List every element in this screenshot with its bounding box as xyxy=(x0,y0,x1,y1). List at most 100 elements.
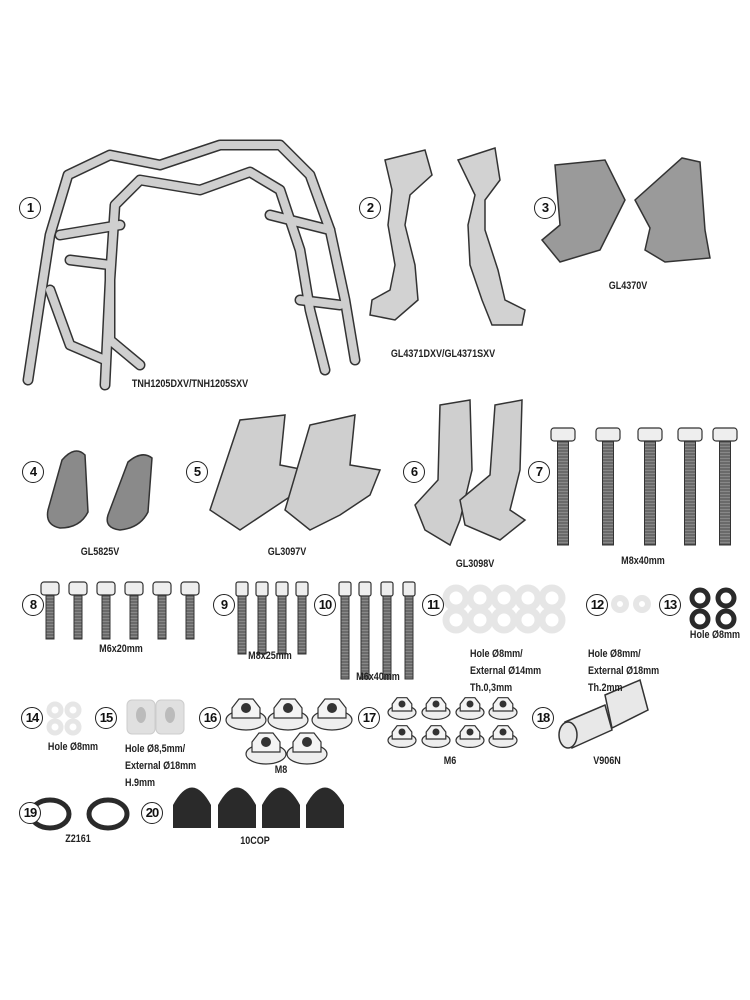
flange-nut-m6-hole xyxy=(499,700,507,708)
part-spec-line: Hole Ø8mm/ xyxy=(470,648,523,660)
part-number-badge: 9 xyxy=(213,594,235,616)
bolt-m6x20-head xyxy=(124,581,144,596)
flange-nut-m8-hole xyxy=(241,703,251,713)
flange-nut-m8-hole xyxy=(302,737,312,747)
washer-item xyxy=(514,584,542,612)
bolt-m6x20-head xyxy=(180,581,200,596)
part-spec-line: Hole Ø8,5mm/ xyxy=(125,743,186,755)
part-label: GL5825V xyxy=(80,546,120,558)
flange-nut-m6-hole xyxy=(398,700,406,708)
part-number-badge: 6 xyxy=(403,461,425,483)
bolt-m6x40-head xyxy=(380,581,394,597)
part-number-badge: 13 xyxy=(659,594,681,616)
bolt-m8x40-head xyxy=(712,427,738,442)
part-label: Hole Ø8mm xyxy=(47,741,99,753)
bolt-m8x25-shank xyxy=(237,593,247,655)
washer-item xyxy=(490,584,518,612)
part-spec-line: External Ø18mm xyxy=(588,665,660,677)
o-ring xyxy=(86,797,130,831)
part-label: 10COP xyxy=(240,835,270,847)
washer-item xyxy=(490,606,518,634)
bolt-m6x20-head xyxy=(152,581,172,596)
part-label: Hole Ø8mm xyxy=(689,629,741,641)
washer-item xyxy=(538,584,566,612)
part-number-badge: 20 xyxy=(141,802,163,824)
part-spec-line: External Ø18mm xyxy=(125,760,197,772)
bolt-m8x25-head xyxy=(235,581,249,597)
bolt-m8x40-head xyxy=(595,427,621,442)
bracket-gl3097-drawing xyxy=(209,414,382,531)
part-label: M8 xyxy=(274,764,288,776)
washer-item xyxy=(466,584,494,612)
flange-nut-m6-hole xyxy=(432,700,440,708)
washer-item xyxy=(538,606,566,634)
part-label: M6x20mm xyxy=(99,643,143,655)
flange-nut-m6-hole xyxy=(432,728,440,736)
cap-nut-cover xyxy=(218,787,256,828)
flange-nut-m6-hole xyxy=(499,728,507,736)
part-label: Z2161 xyxy=(65,833,91,845)
spring-washer xyxy=(715,587,737,609)
part-label: V906N xyxy=(593,755,621,767)
part-number-badge: 12 xyxy=(586,594,608,616)
part-spec-line: Th.0,3mm xyxy=(470,682,513,694)
bolt-m6x40-shank xyxy=(340,593,350,680)
bolt-m8x25-head xyxy=(275,581,289,597)
washer-item xyxy=(442,606,470,634)
part-label: M6 xyxy=(443,755,457,767)
flange-nut-m6-hole xyxy=(398,728,406,736)
bolt-m8x40-head xyxy=(677,427,703,442)
bolt-m8x40-head xyxy=(637,427,663,442)
washer-item xyxy=(611,595,629,613)
pannier-frame-drawing xyxy=(22,139,361,391)
part-spec-line: External Ø14mm xyxy=(470,665,542,677)
washer-item xyxy=(64,718,82,736)
flange-nut-m6-hole xyxy=(466,700,474,708)
part-number-badge: 15 xyxy=(95,707,117,729)
cap-nut-cover xyxy=(262,787,300,828)
part-number-badge: 10 xyxy=(314,594,336,616)
part-number-badge: 14 xyxy=(21,707,43,729)
part-spec-line: H.9mm xyxy=(125,777,156,789)
cap-nut-cover xyxy=(306,787,344,828)
part-label: M6x40mm xyxy=(356,671,400,683)
part-label: GL3097V xyxy=(267,546,307,558)
spring-washer xyxy=(715,608,737,630)
part-number-badge: 8 xyxy=(22,594,44,616)
part-number-badge: 19 xyxy=(19,802,41,824)
flange-nut-m8-hole xyxy=(283,703,293,713)
part-number-badge: 11 xyxy=(422,594,444,616)
part-number-badge: 5 xyxy=(186,461,208,483)
bolt-m8x40-head xyxy=(550,427,576,442)
part-spec-line: Hole Ø8mm/ xyxy=(588,648,641,660)
part-number-badge: 1 xyxy=(19,197,41,219)
bolt-m6x40-head xyxy=(358,581,372,597)
washer-item xyxy=(633,595,651,613)
part-label: GL4370V xyxy=(608,280,648,292)
washer-item xyxy=(46,718,64,736)
bolt-m6x40-shank xyxy=(360,593,370,680)
flange-nut-m8-hole xyxy=(327,703,337,713)
spacer-hole xyxy=(136,707,146,723)
plate-gl5825-drawing xyxy=(46,450,153,531)
part-number-badge: 3 xyxy=(534,197,556,219)
spring-washer xyxy=(689,587,711,609)
spacer-hole xyxy=(165,707,175,723)
bracket-gl4371-drawing xyxy=(369,147,526,326)
washer-item xyxy=(46,701,64,719)
part-number-badge: 16 xyxy=(199,707,221,729)
part-number-badge: 4 xyxy=(22,461,44,483)
washer-item xyxy=(514,606,542,634)
part-label: TNH1205DXV/TNH1205SXV xyxy=(131,378,249,390)
part-spec-line: Th.2mm xyxy=(588,682,623,694)
bolt-m6x20-head xyxy=(40,581,60,596)
washer-item xyxy=(466,606,494,634)
bolt-m6x20-head xyxy=(68,581,88,596)
bolt-m6x40-head xyxy=(338,581,352,597)
spring-washer xyxy=(689,608,711,630)
flange-nut-m6-hole xyxy=(466,728,474,736)
bolt-m6x40-shank xyxy=(404,593,414,680)
